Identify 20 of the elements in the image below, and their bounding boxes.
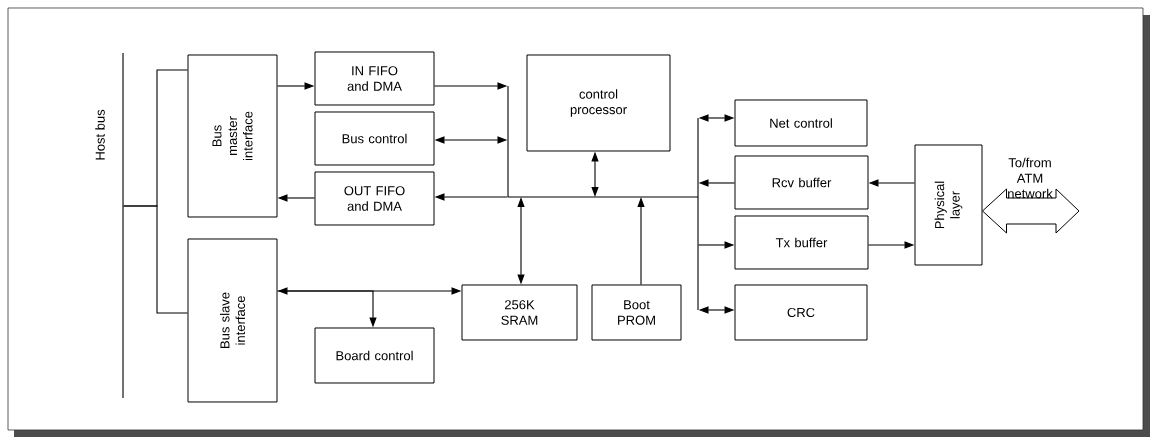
control-box: Board control <box>314 327 435 384</box>
double-arrow <box>982 188 1080 234</box>
control-box: Net control <box>734 99 868 147</box>
processor-box: control processor <box>526 54 671 152</box>
bus-line: Host bus <box>95 52 124 399</box>
memory-box: Boot PROM <box>591 284 682 341</box>
fifo-box: IN FIFO and DMA <box>314 51 435 106</box>
crc-box: CRC <box>734 284 868 341</box>
buffer-box: Rcv buffer <box>734 155 869 210</box>
interface-box: Bus slave interface <box>187 238 278 403</box>
fifo-box: OUT FIFO and DMA <box>314 171 435 226</box>
network-label: To/from ATM network <box>1008 157 1053 199</box>
layer-box: Physical layer <box>914 144 983 266</box>
bus-line <box>507 85 509 198</box>
buffer-box: Tx buffer <box>734 215 869 270</box>
bus-line <box>507 196 699 198</box>
interface-box: Bus master interface <box>187 54 278 218</box>
bus-line <box>697 117 699 311</box>
control-box: Bus control <box>314 111 435 166</box>
memory-box: 256K SRAM <box>461 284 578 341</box>
